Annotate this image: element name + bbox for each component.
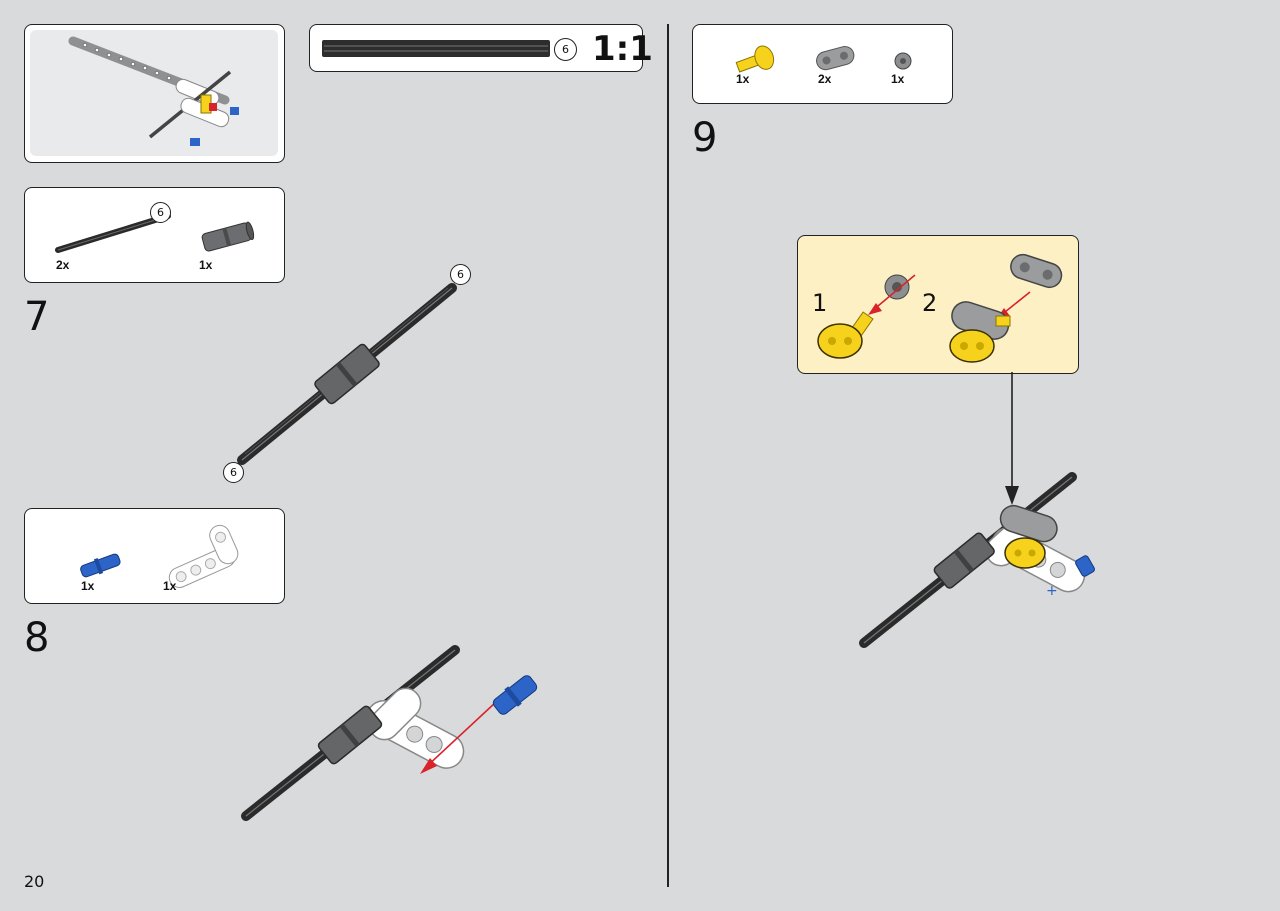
blue-pin-icon xyxy=(80,553,121,578)
scale-axle-bar xyxy=(322,40,550,57)
step9-subassembly-callout: 1 2 xyxy=(797,235,1079,374)
step7-top-length-badge: 6 xyxy=(450,264,471,285)
preview-model-illustration xyxy=(68,36,239,146)
grey-bush-icon xyxy=(894,52,912,70)
axle-6-icon xyxy=(55,213,171,253)
scale-ratio: 1:1 xyxy=(592,29,653,69)
step8-parts-panel: 1x 1x xyxy=(24,508,285,604)
step8-part-pin-qty: 1x xyxy=(81,579,95,593)
step9-part-bush-qty: 1x xyxy=(891,72,905,86)
step7-part-axle-qty: 2x xyxy=(56,258,70,272)
step7-build-illustration xyxy=(237,283,457,465)
yellow-axle-pin-icon xyxy=(735,45,775,73)
white-liftarm-icon xyxy=(168,524,239,588)
step7-parts-panel: 6 2x 1x xyxy=(24,187,285,283)
step8-part-liftarm-qty: 1x xyxy=(163,579,177,593)
step7-part-connector-qty: 1x xyxy=(199,258,213,272)
substep1-number: 1 xyxy=(812,289,828,317)
axle-connector-icon xyxy=(201,221,255,252)
preview-panel xyxy=(24,24,285,163)
step9-number: 9 xyxy=(692,115,718,161)
step7-bottom-length-badge: 6 xyxy=(223,462,244,483)
substep2-illustration xyxy=(949,253,1063,363)
step9-parts-panel: 1x 2x 1x xyxy=(692,24,953,104)
step9-build-illustration: + xyxy=(859,472,1095,648)
scale-ruler-box: 6 1:1 xyxy=(309,24,653,72)
callout-pointer-arrow xyxy=(1005,372,1019,505)
step8-number: 8 xyxy=(24,615,50,661)
step7-part-axle-badge: 6 xyxy=(150,202,171,223)
grey-thick-link-icon xyxy=(816,46,855,71)
step9-part-yellow-pin-qty: 1x xyxy=(736,72,750,86)
step8-build-illustration xyxy=(241,645,538,821)
substep2-number: 2 xyxy=(922,289,938,317)
substep1-illustration xyxy=(817,274,916,359)
step9-part-grey-link-qty: 2x xyxy=(818,72,832,86)
svg-text:+: + xyxy=(1046,583,1058,599)
scale-length-badge: 6 xyxy=(554,38,577,61)
page-divider xyxy=(667,24,669,887)
step7-number: 7 xyxy=(24,294,50,340)
page-number: 20 xyxy=(24,872,45,891)
